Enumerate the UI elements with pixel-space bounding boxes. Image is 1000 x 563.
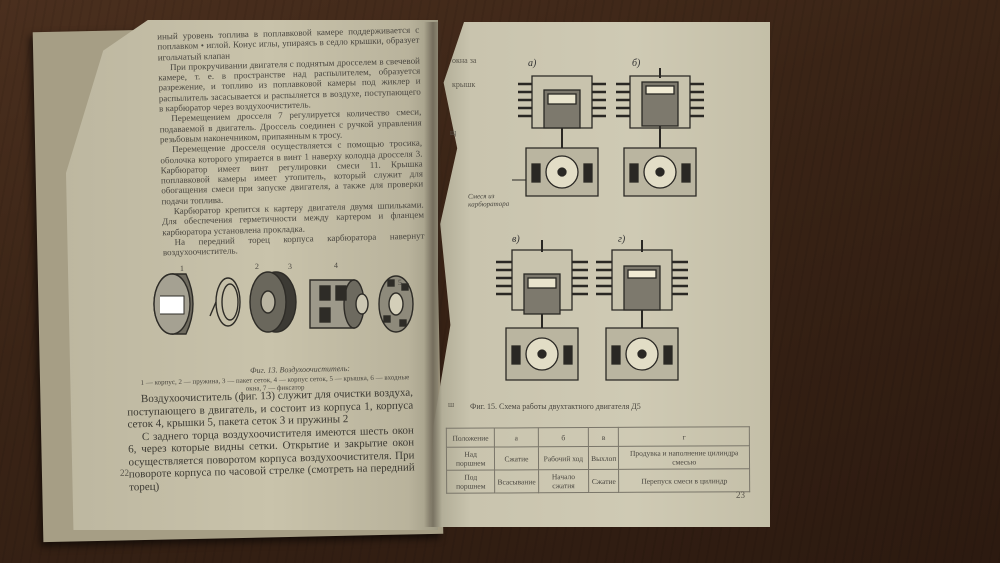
table-cell: б [537, 427, 589, 447]
paragraph: При прокручивании двигателя с поднятым д… [158, 55, 421, 114]
spring-part [209, 277, 241, 327]
figure-label-g: г) [618, 234, 626, 245]
table-cell: в [588, 427, 619, 447]
cycle-table: Положение а б в г Над поршнем Сжатие Раб… [446, 426, 750, 494]
table-cell: Продувка и наполнение цилиндра смесью [618, 445, 750, 470]
table-cell: Сжатие [588, 469, 620, 493]
figure-caption: Фиг. 15. Схема работы двухтактного двига… [470, 402, 641, 411]
left-page [66, 20, 438, 530]
table-cell: Всасывание [494, 469, 539, 494]
mesh-housing-part [309, 279, 369, 329]
callout-label: Смеся из карбюратора [467, 192, 510, 209]
air-filter-figure [153, 271, 414, 335]
table-cell: Перепуск смеси в цилиндр [618, 468, 750, 493]
torn-fragment: ш [448, 400, 455, 409]
figure-label-a: а) [528, 58, 537, 69]
book-gutter [424, 22, 442, 527]
figure-label-b: б) [632, 58, 641, 69]
table-row: Над поршнем Сжатие Рабочий ход Выхлоп Пр… [446, 445, 750, 471]
table-cell: Рабочий ход [538, 446, 589, 470]
page-number: 23 [736, 490, 745, 500]
right-page [430, 22, 770, 527]
page-number: 22 [120, 468, 129, 478]
table-cell: Сжатие [494, 446, 539, 471]
housing-part [153, 273, 194, 335]
left-body-text: Воздухоочиститель (фиг. 13) служит для о… [127, 387, 415, 494]
table-cell: а [494, 427, 539, 448]
torn-fragment: щ [450, 128, 457, 137]
left-page-text: иный уровень топлива в поплавковой камер… [157, 25, 425, 258]
paragraph: Перемещение дросселя осуществляется с по… [160, 137, 424, 207]
table-cell: Выхлоп [588, 446, 619, 470]
table-cell: Положение [446, 428, 495, 448]
engine-diagram-g [596, 240, 688, 381]
engine-diagram-v [496, 240, 588, 381]
part-number: 2 [254, 261, 260, 272]
paragraph: С заднего торца воздухоочистителя имеютс… [128, 424, 415, 493]
mesh-pack-part [249, 271, 297, 333]
part-number: 4 [333, 260, 339, 271]
table-cell: г [618, 426, 750, 447]
table-cell: Под поршнем [446, 470, 495, 494]
part-number: 5 [397, 277, 403, 288]
figure-label-v: в) [512, 234, 520, 245]
engine-diagram-a [512, 75, 606, 197]
part-number: 3 [287, 261, 293, 272]
table-row: Положение а б в г [446, 426, 750, 448]
cover-part [378, 275, 414, 333]
torn-fragment: окна за [452, 56, 477, 65]
torn-fragment: крышк [452, 80, 476, 89]
table-row: Под поршнем Всасывание Начало сжатия Сжа… [446, 468, 750, 494]
engine-diagram-b [616, 68, 704, 197]
part-number: 1 [179, 263, 185, 274]
table-cell: Начало сжатия [538, 469, 589, 493]
table-cell: Над поршнем [446, 447, 495, 471]
